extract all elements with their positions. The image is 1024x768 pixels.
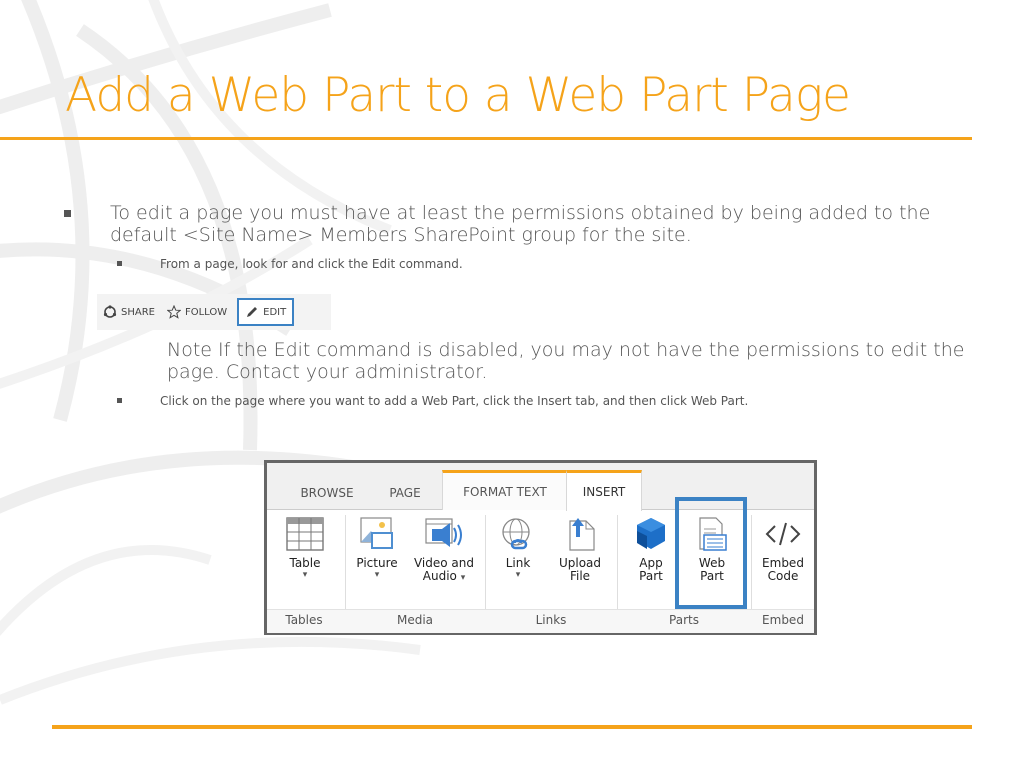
ribbon-groups: Table ▾ Picture ▾ Vid	[267, 509, 814, 633]
web-part-highlight	[675, 497, 747, 609]
web-part-button[interactable]: Web Part	[681, 517, 743, 583]
edit-button[interactable]: EDIT	[237, 298, 295, 326]
upload-file-button[interactable]: Upload File	[549, 517, 611, 583]
upload-label-2: File	[569, 569, 591, 583]
group-label-bar	[267, 609, 814, 633]
link-label: Link	[505, 556, 531, 570]
follow-button[interactable]: FOLLOW	[161, 299, 233, 325]
video-audio-icon	[425, 518, 462, 547]
share-button[interactable]: SHARE	[97, 299, 161, 325]
note-text: Note If the Edit command is disabled, yo…	[167, 339, 965, 383]
tab-browse[interactable]: BROWSE	[300, 486, 354, 500]
app-part-icon	[637, 518, 665, 549]
sub-bullet-edit-command: From a page, look for and click the Edit…	[160, 257, 463, 271]
pencil-icon	[247, 307, 258, 317]
web-label-1: Web	[698, 556, 726, 570]
tab-insert[interactable]: INSERT	[566, 470, 642, 511]
video-label-1: Video and	[413, 556, 474, 570]
group-divider	[485, 515, 486, 627]
share-label: SHARE	[121, 306, 155, 318]
edit-label: EDIT	[263, 306, 287, 318]
group-label-links: Links	[535, 613, 567, 627]
group-divider	[345, 515, 346, 627]
embed-code-button[interactable]: Embed Code	[755, 517, 811, 583]
embed-label-2: Code	[767, 569, 799, 583]
tab-format-text[interactable]: FORMAT TEXT	[442, 470, 568, 510]
video-label-2: Audio	[422, 569, 457, 583]
table-label: Table	[289, 556, 321, 570]
group-divider	[751, 515, 752, 627]
group-label-media: Media	[396, 613, 434, 627]
group-label-embed: Embed	[762, 613, 804, 627]
bullet-marker	[117, 261, 122, 266]
table-icon	[286, 517, 324, 551]
bullet-permissions: To edit a page you must have at least th…	[110, 202, 931, 246]
insert-ribbon: BROWSE PAGE FORMAT TEXT INSERT Table ▾	[264, 460, 817, 635]
bullet-marker	[64, 210, 71, 217]
slide-title: Add a Web Part to a Web Part Page	[65, 68, 851, 123]
web-part-icon	[699, 517, 727, 551]
upload-icon	[569, 518, 595, 551]
video-audio-button[interactable]: Video and Audio ▾	[407, 517, 481, 583]
app-label-1: App	[639, 556, 663, 570]
chevron-down-icon: ▾	[302, 570, 308, 580]
group-divider	[617, 515, 618, 627]
picture-icon	[360, 517, 393, 549]
upload-label-1: Upload	[558, 556, 602, 570]
app-label-2: Part	[639, 569, 663, 583]
link-button[interactable]: Link ▾	[491, 517, 545, 580]
embed-label-1: Embed	[762, 556, 804, 570]
star-icon	[166, 305, 181, 319]
sub-bullet-insert-web-part: Click on the page where you want to add …	[160, 394, 749, 408]
picture-button[interactable]: Picture ▾	[349, 517, 405, 580]
table-button[interactable]: Table ▾	[275, 517, 335, 580]
code-icon	[765, 522, 801, 546]
follow-label: FOLLOW	[184, 306, 228, 318]
tab-page[interactable]: PAGE	[389, 486, 421, 500]
ribbon-tabs: BROWSE PAGE FORMAT TEXT INSERT	[267, 463, 814, 511]
bullet-marker	[117, 398, 122, 403]
share-icon	[103, 305, 117, 318]
picture-label: Picture	[356, 556, 398, 570]
title-underline	[0, 137, 972, 140]
group-label-tables: Tables	[285, 613, 323, 627]
chevron-down-icon: ▾	[374, 570, 380, 580]
command-bar: SHARE FOLLOW EDIT	[97, 294, 331, 330]
group-label-parts: Parts	[669, 613, 699, 627]
footer-rule	[52, 725, 972, 729]
chevron-down-icon: ▾	[515, 570, 521, 580]
web-label-2: Part	[700, 569, 724, 583]
chevron-down-icon: ▾	[460, 573, 466, 583]
app-part-button[interactable]: App Part	[625, 517, 677, 583]
globe-link-icon	[502, 518, 530, 550]
